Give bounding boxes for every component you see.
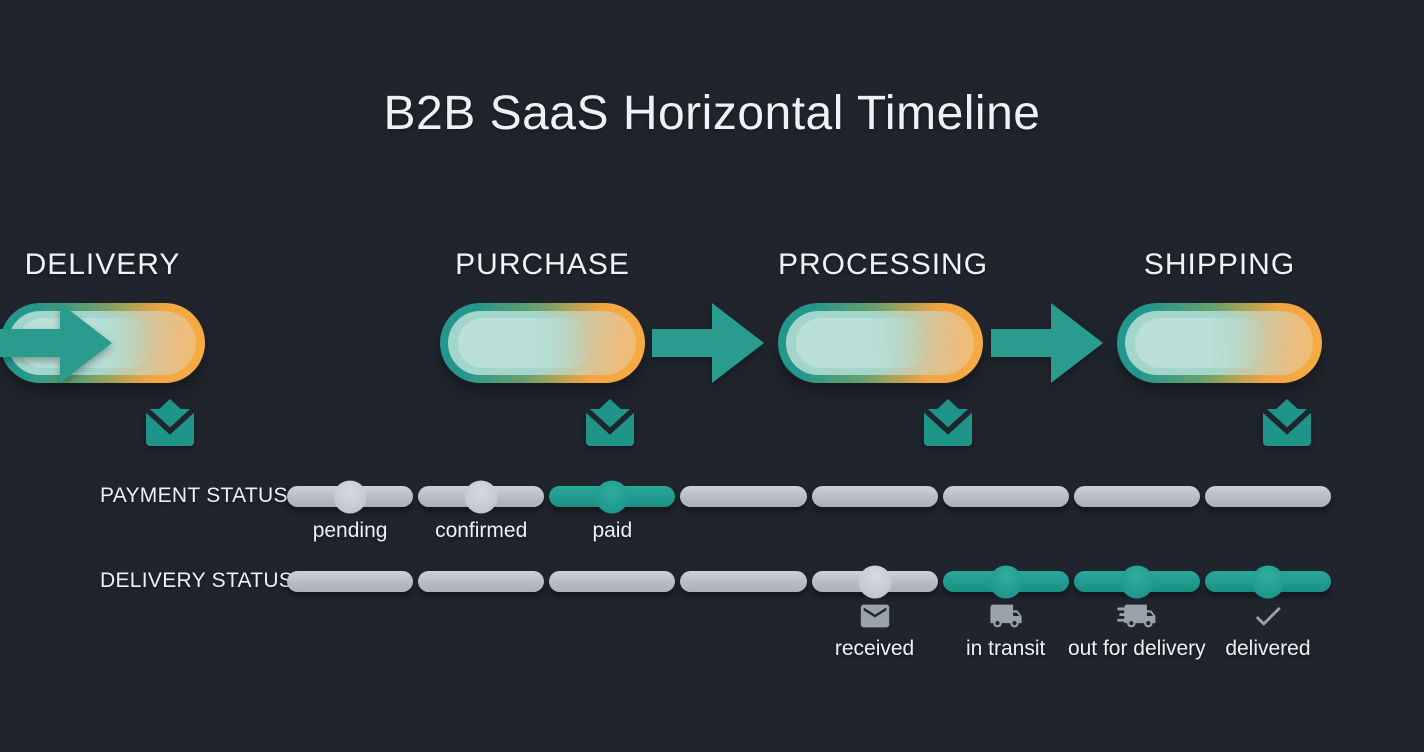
stage-pill-fill (1125, 311, 1313, 375)
stage-pill-highlight (796, 318, 932, 368)
stage-pill (440, 303, 645, 383)
status-segment-gray (680, 486, 807, 507)
status-knob (595, 480, 629, 513)
status-segment-teal: delivered (1204, 565, 1331, 660)
stage-pill (1117, 303, 1322, 383)
stage-pill-highlight (458, 318, 594, 368)
status-step-caption: delivered (1168, 599, 1368, 661)
arrow-right-icon (652, 301, 764, 385)
arrow-right-icon (991, 301, 1103, 385)
stage-label: SHIPPING (1143, 248, 1296, 281)
status-segment-gray (287, 571, 414, 592)
mail-open-icon (922, 398, 974, 448)
status-segment-teal: out for delivery (1068, 565, 1206, 660)
status-knob (1251, 565, 1285, 598)
status-knob (989, 565, 1023, 598)
truck-fast-icon (1037, 599, 1237, 635)
status-knob (464, 480, 498, 513)
status-step-label: in transit (966, 637, 1046, 660)
stage-label: DELIVERY (24, 248, 181, 281)
status-step-label: pending (312, 519, 388, 542)
mail-open-icon (1261, 398, 1313, 448)
stage-purchase: PURCHASE (440, 248, 645, 446)
payment-status-row-label: PAYMENT STATUS (100, 484, 288, 507)
status-segment-gray (942, 486, 1069, 507)
status-step-caption: pending (250, 519, 450, 543)
status-step-caption: paid (512, 519, 712, 543)
truck-icon (906, 599, 1106, 635)
status-step-caption: in transit (906, 599, 1106, 661)
page-title: B2B SaaS Horizontal Timeline (383, 87, 1041, 140)
status-step-caption: out for delivery (1037, 599, 1237, 661)
status-knob (333, 480, 367, 513)
status-segment-gray: pending (287, 480, 414, 542)
stage-processing: PROCESSING (778, 248, 989, 446)
status-segment-teal: in transit (942, 565, 1069, 660)
mail-icon (775, 599, 975, 635)
stage-label: PURCHASE (455, 248, 630, 281)
stage-pill-fill (786, 311, 974, 375)
status-step-label: out for delivery (1067, 637, 1206, 660)
stage-label: PROCESSING (778, 248, 989, 281)
check-icon (1168, 599, 1368, 635)
status-segment-gray: confirmed (418, 480, 545, 542)
status-step-caption: received (775, 599, 975, 661)
stage-pill-fill (448, 311, 636, 375)
status-step-label: confirmed (435, 519, 528, 542)
delivery-status-row-label: DELIVERY STATUS (100, 569, 294, 592)
mail-open-icon (584, 398, 636, 448)
status-segment-gray: received (811, 565, 938, 660)
status-segment-gray (1204, 486, 1331, 507)
mail-open-icon (144, 398, 196, 448)
status-step-label: delivered (1225, 637, 1311, 660)
payment-status-bar: pending confirmed paid (287, 480, 1331, 542)
status-segment-gray (680, 571, 807, 592)
status-segment-gray (1073, 486, 1200, 507)
stage-shipping: SHIPPING (1117, 248, 1322, 446)
status-segment-gray (418, 571, 545, 592)
stage-pill (778, 303, 983, 383)
status-step-caption: confirmed (381, 519, 581, 543)
stage-pill-highlight (1135, 318, 1271, 368)
status-knob (858, 565, 892, 598)
status-segment-gray (549, 571, 676, 592)
delivery-status-bar: received in transit out for delivery delive… (287, 565, 1331, 660)
status-step-label: paid (592, 519, 633, 542)
status-knob (1120, 565, 1154, 598)
arrow-right-icon (0, 301, 112, 385)
status-segment-teal: paid (549, 480, 676, 542)
status-step-label: received (834, 637, 915, 660)
status-segment-gray (811, 486, 938, 507)
